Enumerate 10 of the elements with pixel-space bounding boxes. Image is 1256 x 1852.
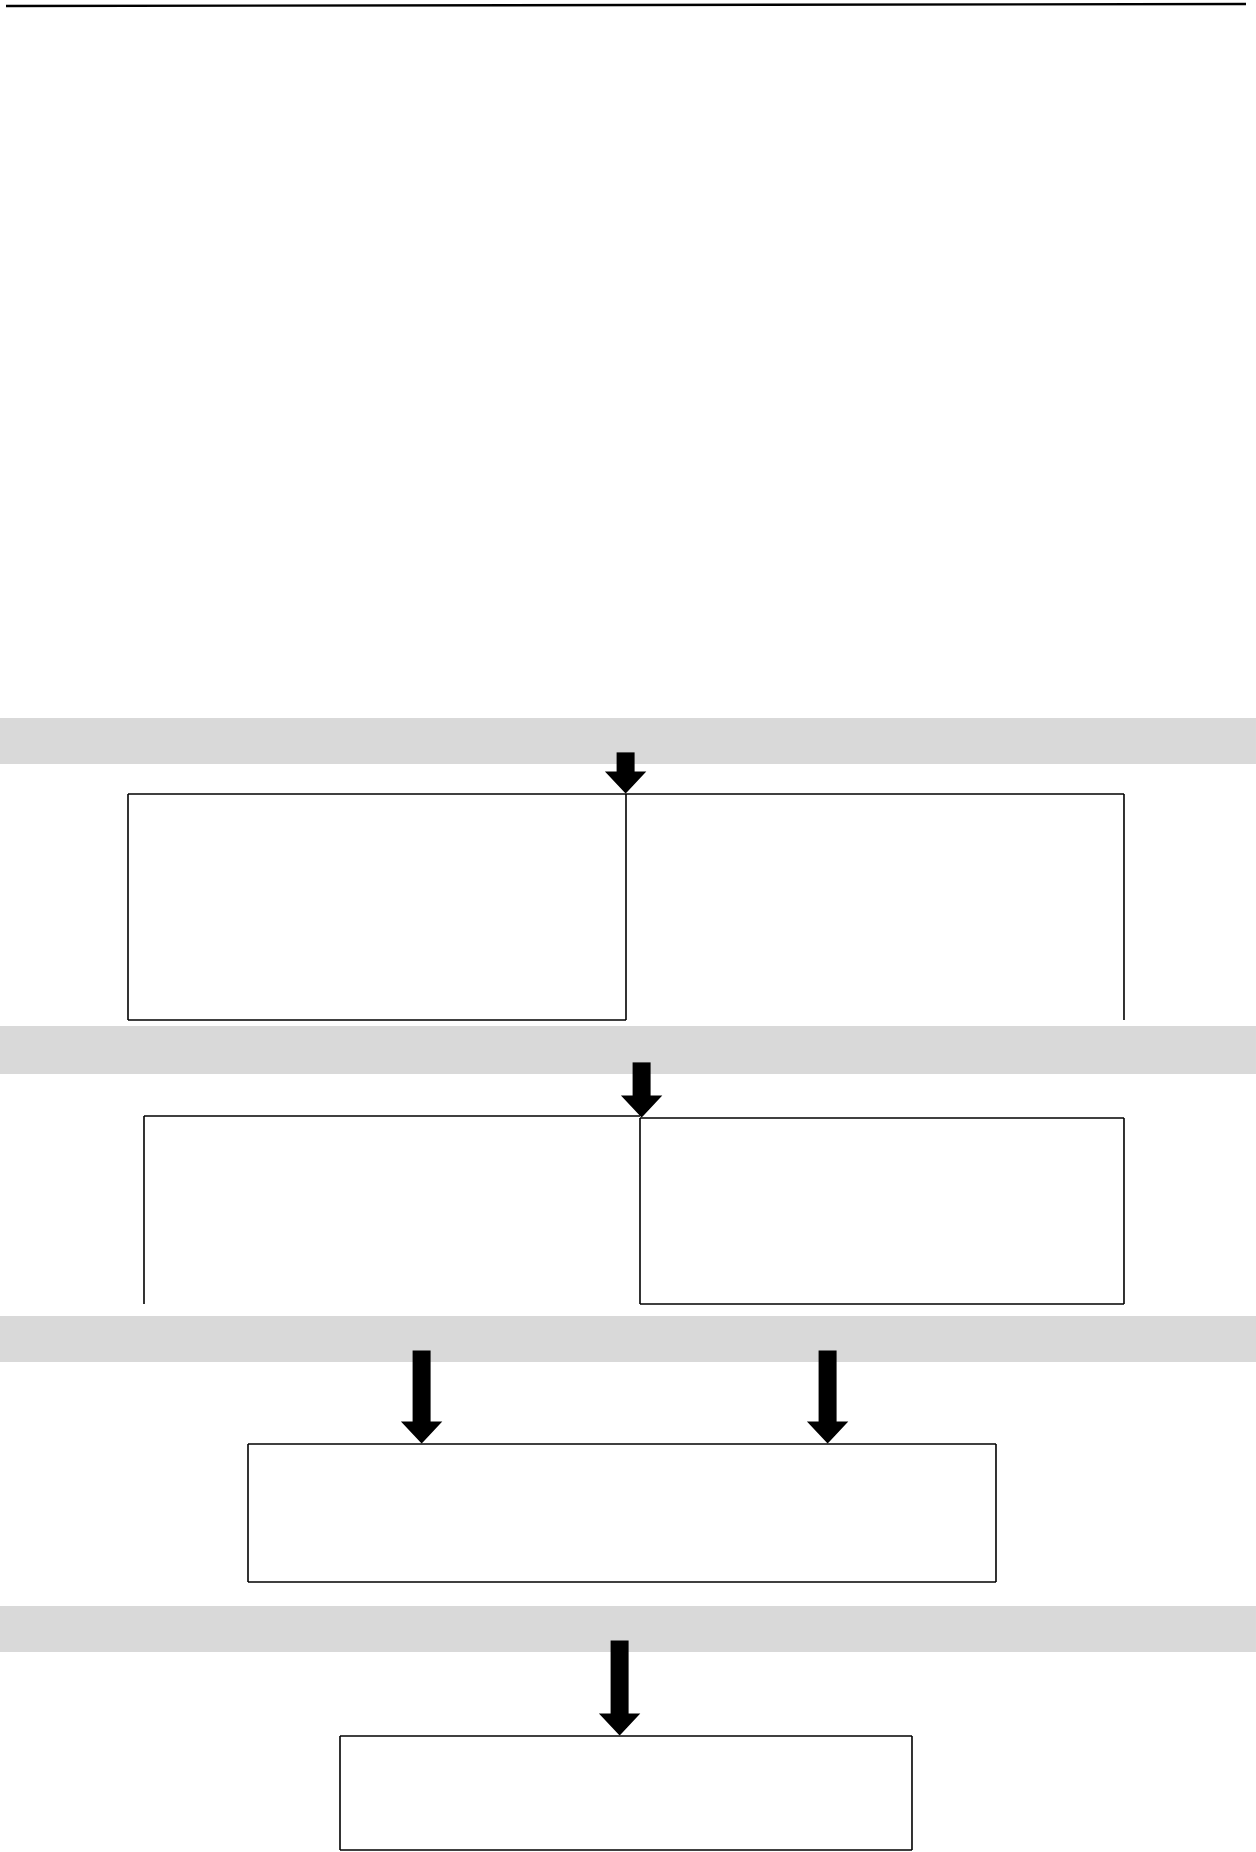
empty-box [339,1735,913,1851]
empty-box [127,793,627,1021]
empty-box [625,793,1125,1021]
empty-box [639,1117,1125,1305]
empty-box [143,1115,641,1305]
empty-box [247,1443,997,1583]
band [0,1316,1256,1362]
band [0,1026,1256,1074]
band [0,718,1256,764]
band [0,1606,1256,1652]
